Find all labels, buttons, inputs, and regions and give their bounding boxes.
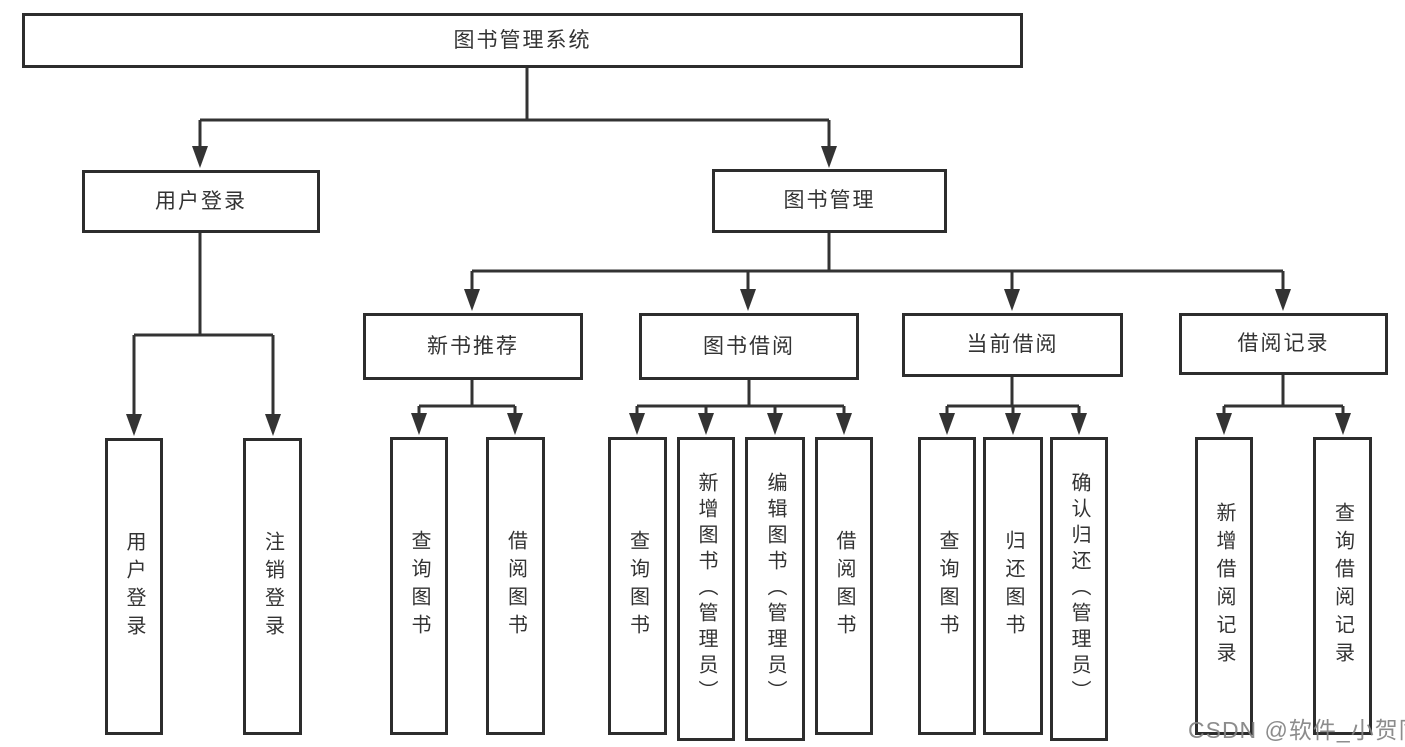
leaf-current-query-books: 查询图书 [918,437,976,735]
leaf-records-query-record: 查询借阅记录 [1313,437,1372,735]
node-borrowing-records: 借阅记录 [1179,313,1388,375]
node-root-system: 图书管理系统 [22,13,1023,68]
node-book-management: 图书管理 [712,169,947,233]
leaf-current-return-books: 归还图书 [983,437,1043,735]
csdn-watermark: CSDN @软件_小贺同学 [1188,717,1405,743]
leaf-borrowing-edit-books-admin: 编辑图书（管理员） [745,437,805,741]
node-book-borrowing: 图书借阅 [639,313,859,380]
leaf-user-login: 用户登录 [105,438,163,735]
leaf-borrowing-borrow-books: 借阅图书 [815,437,873,735]
node-new-book-recommend: 新书推荐 [363,313,583,380]
node-current-borrowing: 当前借阅 [902,313,1123,377]
node-user-login: 用户登录 [82,170,320,233]
leaf-recommend-borrow-books: 借阅图书 [486,437,545,735]
leaf-recommend-query-books: 查询图书 [390,437,448,735]
leaf-current-confirm-return-admin: 确认归还（管理员） [1050,437,1108,741]
leaf-logout: 注销登录 [243,438,302,735]
leaf-records-add-record: 新增借阅记录 [1195,437,1253,735]
leaf-borrowing-add-books-admin: 新增图书（管理员） [677,437,735,741]
leaf-borrowing-query-books: 查询图书 [608,437,667,735]
